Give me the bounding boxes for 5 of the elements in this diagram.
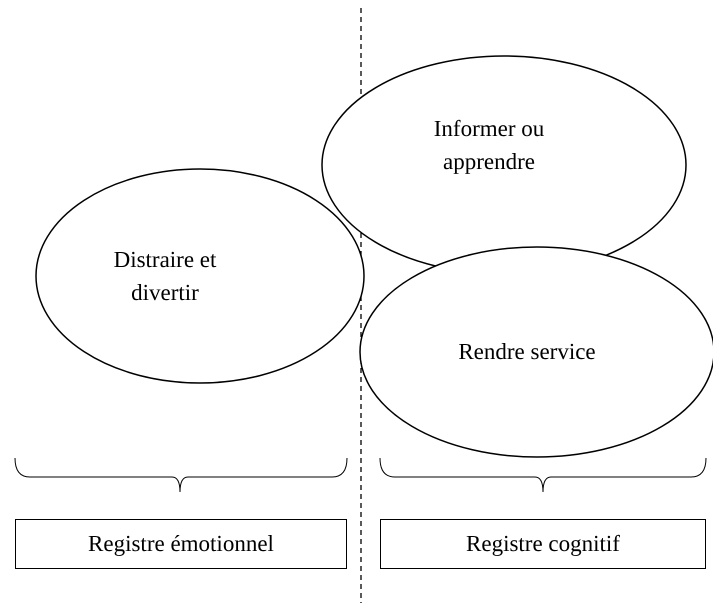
register-box: Registre émotionnel bbox=[15, 519, 347, 569]
register-box: Registre cognitif bbox=[380, 519, 706, 569]
ellipse-label: Rendre service bbox=[458, 338, 596, 366]
ellipse-label: Informer ou apprendre bbox=[432, 114, 546, 176]
ellipse-label: Distraire et divertir bbox=[112, 246, 218, 307]
